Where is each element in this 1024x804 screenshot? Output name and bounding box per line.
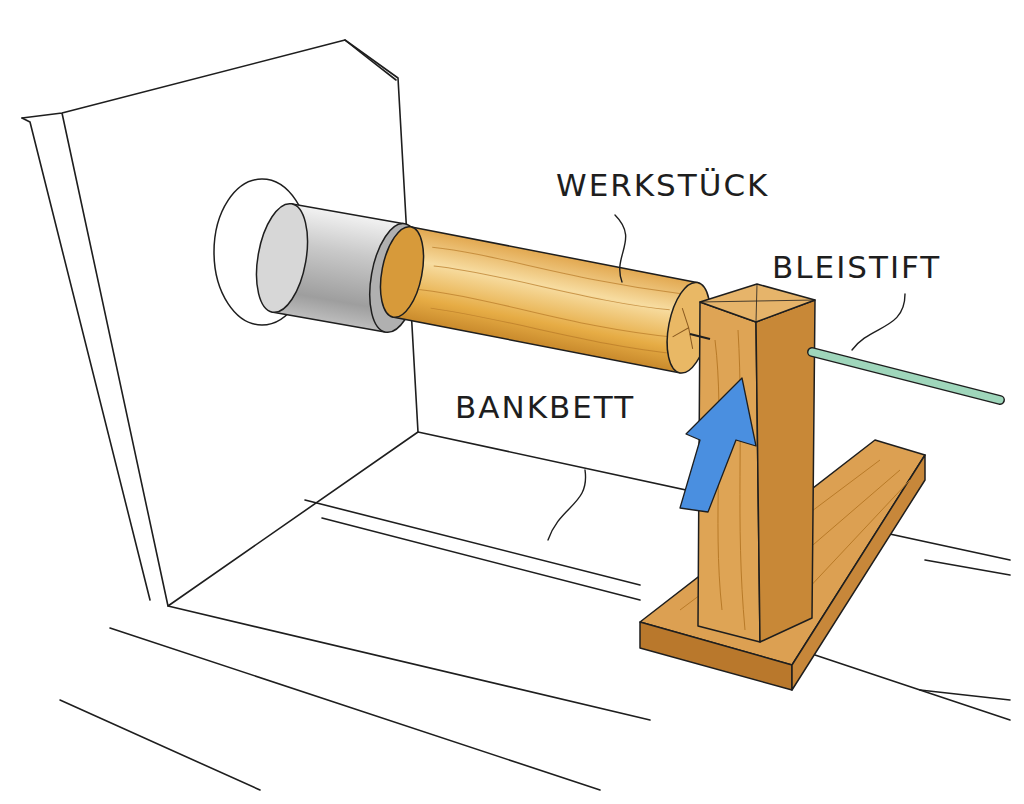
lathe-outline xyxy=(22,40,1010,790)
part-label: BLEISTIFT xyxy=(772,250,941,284)
leader-line xyxy=(852,294,905,350)
workpiece-cylinder xyxy=(374,223,717,377)
part-label: WERKSTÜCK xyxy=(556,168,769,202)
leader-line xyxy=(615,215,626,282)
direction-arrow xyxy=(680,378,756,512)
part-label: BANKBETT xyxy=(455,390,635,424)
leader-line xyxy=(548,470,586,540)
